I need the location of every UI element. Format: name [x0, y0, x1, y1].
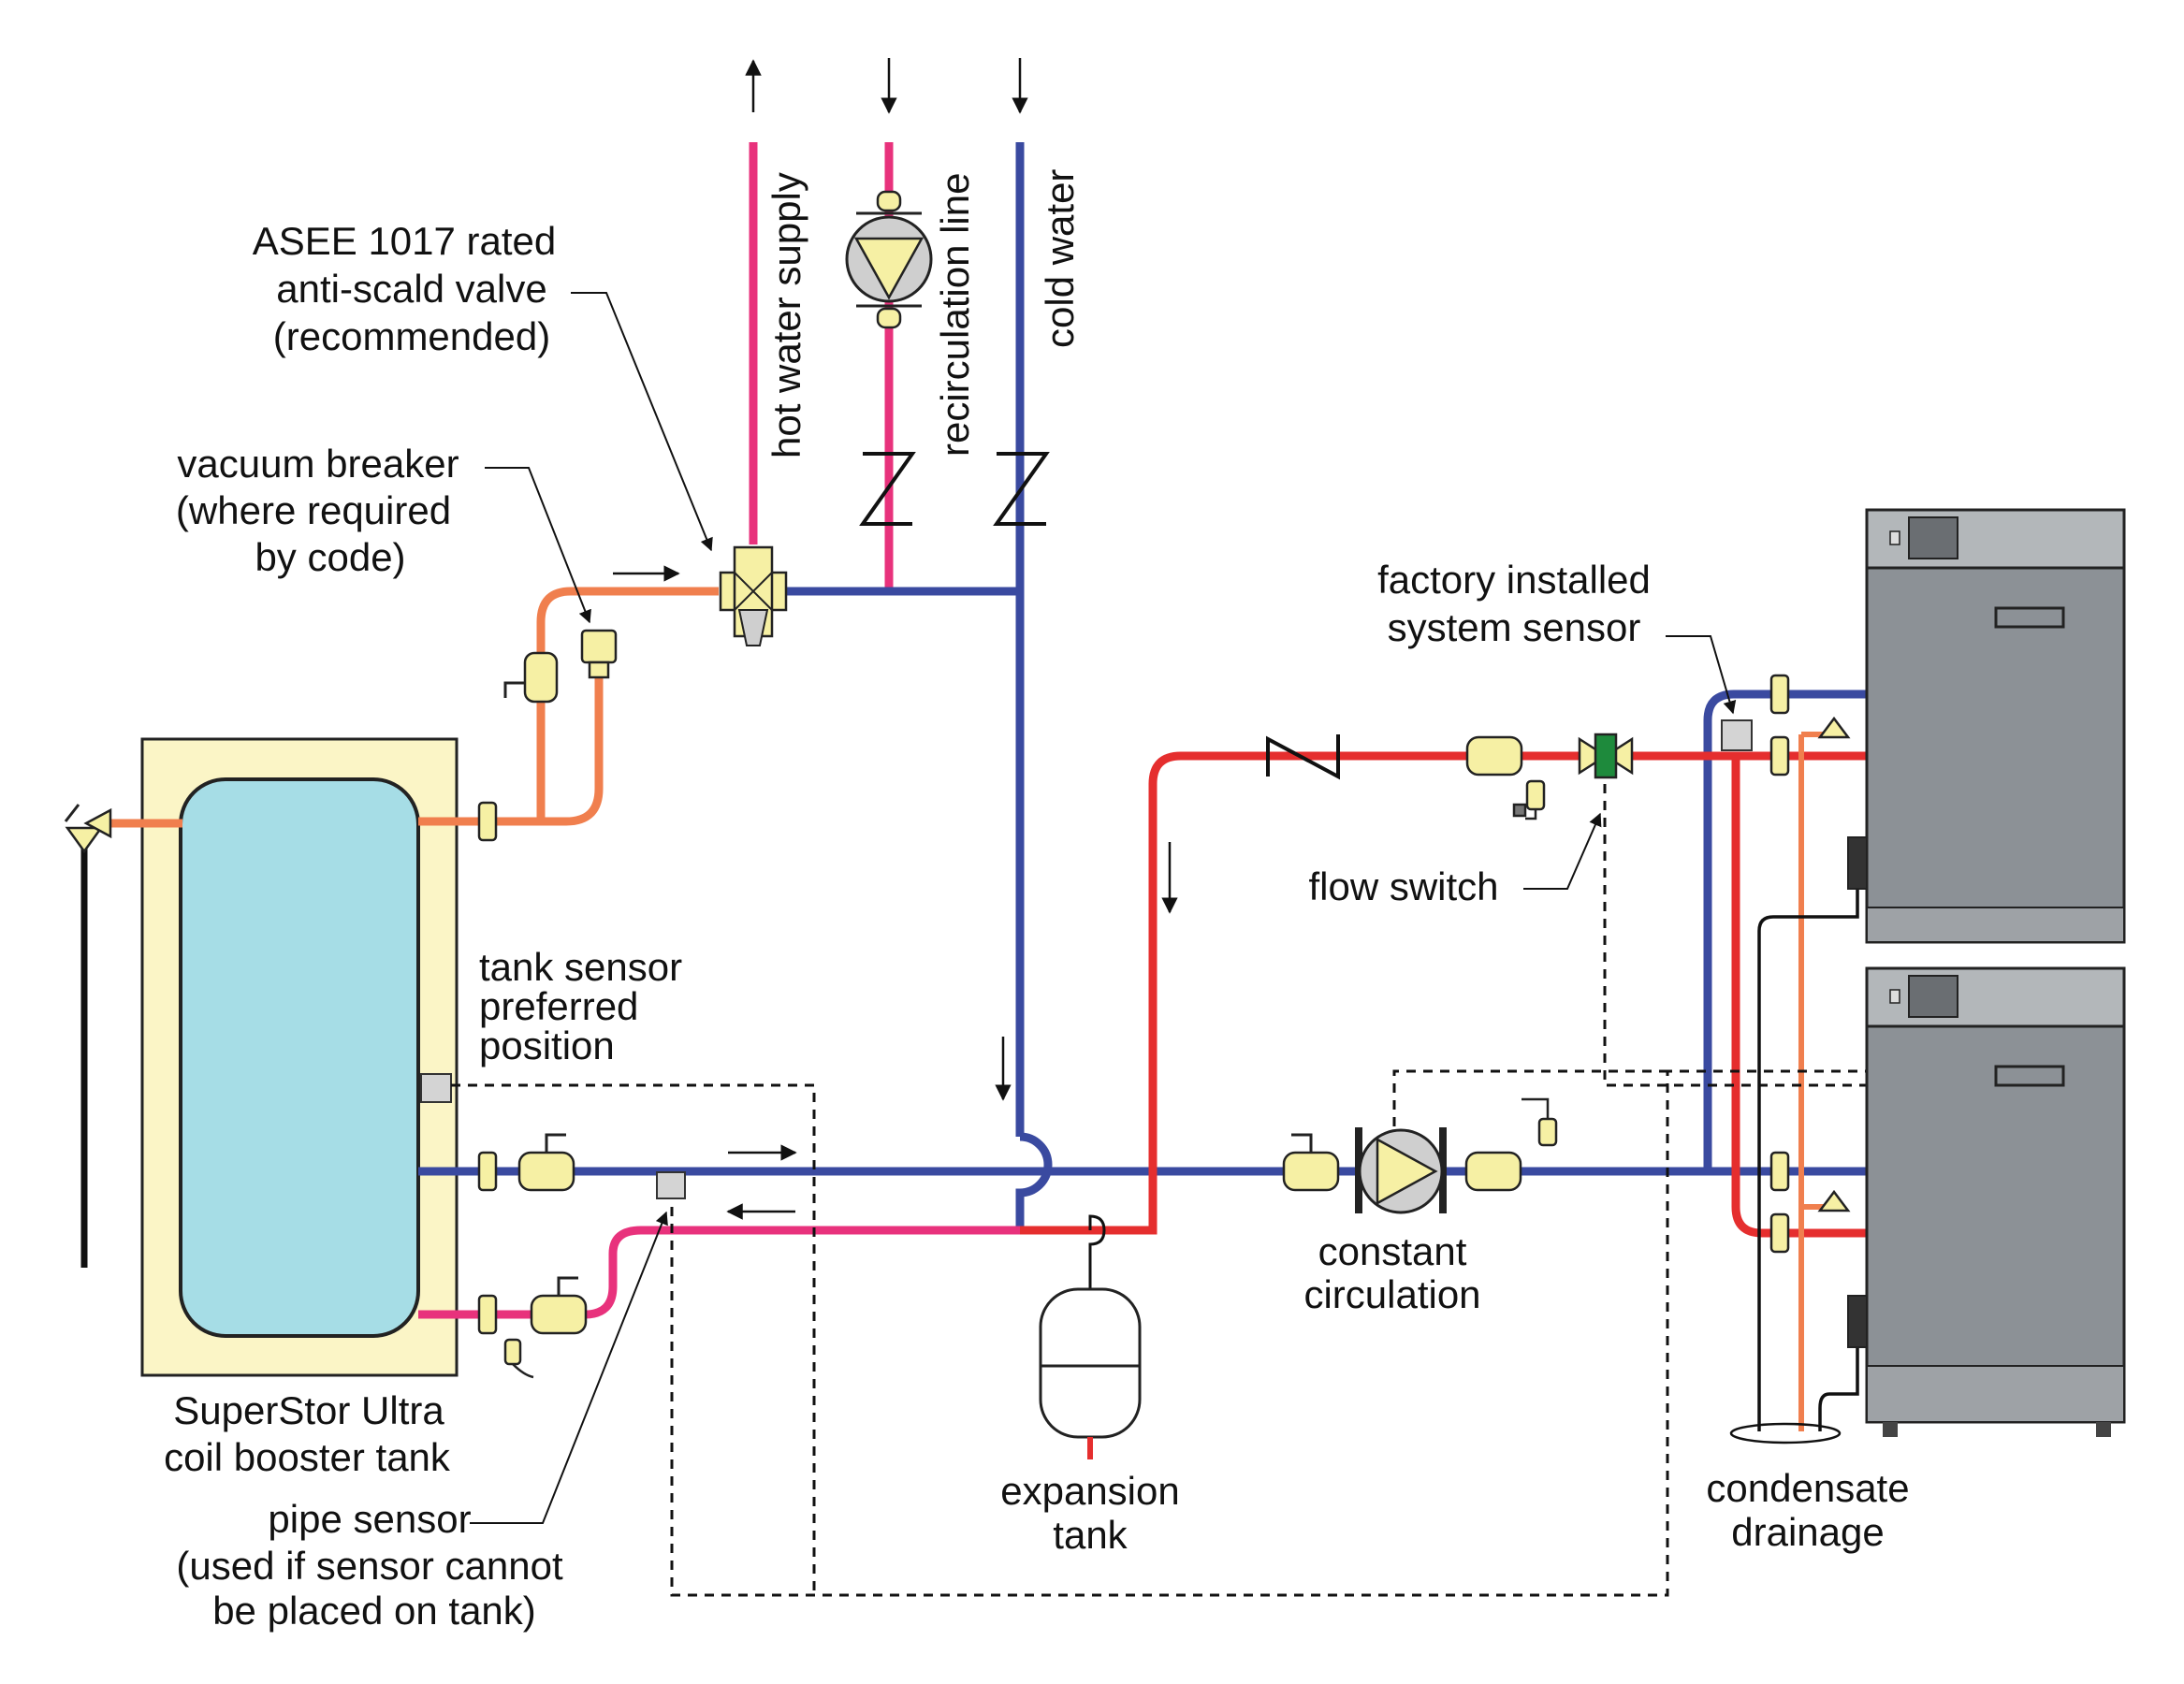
label-cold-water: cold water: [1038, 169, 1082, 348]
condensate-line-upper: [1757, 884, 1859, 1431]
label-factory-sensor: factory installed system sensor: [1377, 558, 1651, 649]
cold-crossover: [1015, 1132, 1053, 1230]
booster-tank: [140, 737, 459, 1377]
anti-scald-valve: [719, 545, 788, 646]
tank-sensor: [420, 1073, 452, 1103]
expansion-tank-line-2: tank: [1053, 1513, 1128, 1557]
anti-scald-line-3: (recommended): [273, 314, 550, 358]
boiler-lower: [1847, 966, 2126, 1437]
system-sensor: [1721, 719, 1753, 751]
factory-sensor-line-2: system sensor: [1388, 605, 1641, 649]
anti-scald-line-1: ASEE 1017 rated: [253, 219, 557, 263]
flow-switch: [1578, 733, 1634, 779]
recirculation-pump: [845, 190, 933, 329]
boiler-upper-return: [1703, 690, 1867, 1171]
tank-name-line-2: coil booster tank: [164, 1435, 451, 1479]
tank-sensor-line-1: tank sensor: [479, 945, 682, 989]
condensate-line-2: drainage: [1731, 1510, 1884, 1554]
check-valve: [859, 452, 1340, 780]
boiler-supply-pipe: [1020, 751, 1867, 1235]
condensate-drain: [1729, 1422, 1842, 1444]
factory-sensor-line-1: factory installed: [1377, 558, 1651, 602]
label-expansion-tank: expansion tank: [1000, 1469, 1179, 1557]
tank-return-pipe: [418, 1226, 1020, 1319]
tank-sensor-line-2: preferred: [479, 984, 638, 1028]
union-fitting: [477, 674, 1790, 1335]
expansion-tank: [1039, 1214, 1142, 1459]
vacuum-breaker-line-2: (where required: [176, 488, 451, 532]
label-hot-water-supply: hot water supply: [764, 172, 808, 458]
flow-arrows: [613, 58, 1178, 1220]
tank-hot-outlet-pipe: [418, 675, 604, 826]
label-pipe-sensor: pipe sensor (used if sensor cannot be pl…: [176, 1497, 563, 1633]
drain-valve: [503, 779, 1558, 1379]
label-anti-scald: ASEE 1017 rated anti-scald valve (recomm…: [253, 219, 557, 358]
vacuum-breaker-line-1: vacuum breaker: [177, 442, 459, 486]
tank-name-line-1: SuperStor Ultra: [173, 1388, 444, 1432]
anti-scald-line-2: anti-scald valve: [276, 267, 546, 311]
boiler-lower-supply: [1731, 756, 1867, 1238]
pipe-sensor-line-1: pipe sensor: [268, 1497, 471, 1541]
leader-lines: [470, 292, 1737, 1524]
vacuum-breaker-riser: [536, 587, 719, 821]
pipe-sensor: [656, 1171, 686, 1199]
label-constant-circulation: constant circulation: [1303, 1229, 1480, 1316]
tank-relief-valve: [64, 804, 182, 1268]
label-condensate-drainage: condensate drainage: [1706, 1466, 1909, 1554]
tank-sensor-line-3: position: [479, 1023, 615, 1067]
label-tank-name: SuperStor Ultra coil booster tank: [164, 1388, 451, 1479]
vacuum-breaker: [580, 629, 618, 679]
label-recirculation-line: recirculation line: [933, 173, 977, 457]
vacuum-breaker-line-3: by code): [255, 535, 405, 579]
ball-valve: [503, 651, 1523, 1335]
condensate-line-1: condensate: [1706, 1466, 1909, 1510]
pipe-sensor-line-2: (used if sensor cannot: [176, 1544, 563, 1588]
circulation-pump: [1355, 1127, 1447, 1214]
pipe-sensor-line-3: be placed on tank): [212, 1589, 536, 1633]
label-vacuum-breaker: vacuum breaker (where required by code): [176, 442, 459, 579]
sensor-wiring: [451, 767, 1867, 1597]
boiler-upper: [1847, 508, 2126, 944]
constant-circulation-line-1: constant: [1318, 1229, 1467, 1273]
label-tank-sensor: tank sensor preferred position: [479, 945, 682, 1067]
expansion-tank-line-1: expansion: [1000, 1469, 1179, 1513]
condensate-line-lower: [1818, 1347, 1859, 1431]
constant-circulation-line-2: circulation: [1303, 1272, 1480, 1316]
boiler-relief-valve: [1817, 716, 1851, 1212]
label-flow-switch: flow switch: [1308, 864, 1498, 908]
